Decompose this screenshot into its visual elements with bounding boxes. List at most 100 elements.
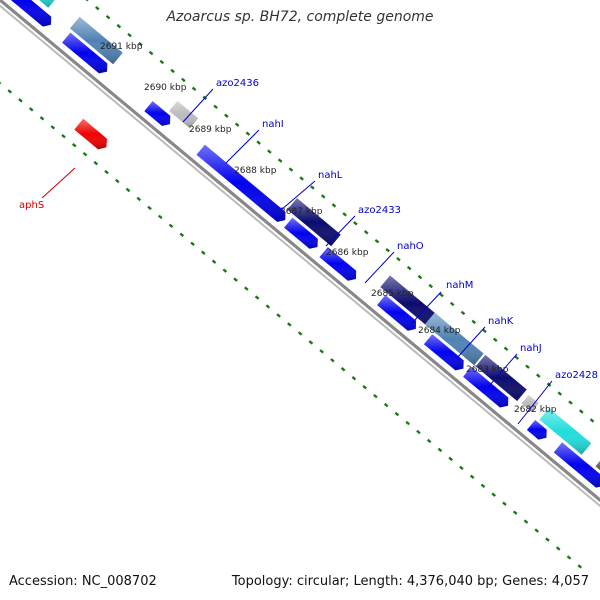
tick-mark — [181, 77, 186, 83]
tick-mark — [383, 402, 389, 408]
kbp-tick-label: 2685 kbp — [371, 289, 414, 299]
tick-mark — [93, 160, 99, 166]
steel-blue-gene-block[interactable] — [70, 16, 123, 65]
kbp-tick-label: 2682 kbp — [514, 405, 557, 415]
tick-mark — [50, 125, 56, 130]
gene-label[interactable]: nahJ — [520, 343, 542, 354]
tick-marks — [0, 0, 595, 569]
navy-gene-block[interactable] — [475, 354, 527, 401]
aphS-gene-arrow-shading — [74, 118, 107, 150]
tick-mark — [351, 376, 357, 381]
tick-mark — [523, 519, 529, 524]
accession-text: Accession: NC_008702 — [9, 574, 157, 589]
navy-gene-block[interactable] — [287, 198, 341, 247]
tick-mark — [105, 14, 111, 20]
tick-mark — [512, 510, 518, 515]
tick-mark — [362, 384, 367, 390]
tick-mark — [82, 151, 88, 157]
light-gray-gene-block[interactable] — [521, 395, 539, 412]
gene-label[interactable]: azo2436 — [216, 78, 259, 89]
tick-mark — [460, 310, 466, 316]
forward-gene-arrow-shading — [463, 366, 509, 408]
tick-mark — [179, 232, 185, 238]
cyan-gene-block[interactable] — [8, 0, 56, 8]
forward-gene-arrow[interactable] — [284, 217, 318, 249]
tick-mark — [342, 212, 347, 217]
tick-mark — [385, 247, 391, 253]
tick-mark — [555, 546, 561, 551]
tick-mark — [437, 447, 443, 453]
forward-gene-arrow[interactable] — [553, 442, 600, 488]
label-leader-line — [325, 215, 356, 247]
tick-mark — [136, 196, 142, 202]
tick-mark — [201, 250, 206, 255]
tick-mark — [95, 5, 100, 11]
tick-mark — [267, 149, 272, 154]
label-leader-line — [488, 353, 518, 387]
tick-mark — [566, 555, 572, 560]
tick-mark — [471, 319, 477, 325]
tick-mark — [277, 158, 283, 163]
tick-mark — [222, 268, 228, 273]
forward-gene-arrow[interactable] — [196, 144, 286, 222]
tick-mark — [18, 98, 23, 103]
forward-gene-arrow[interactable] — [0, 0, 52, 27]
tick-mark — [406, 265, 412, 271]
gene-label[interactable]: nahO — [397, 241, 424, 252]
gene-features[interactable] — [0, 0, 600, 546]
gene-label[interactable]: aphS — [19, 200, 44, 211]
tick-mark — [340, 367, 346, 372]
tick-mark — [256, 140, 261, 145]
gene-label[interactable]: nahL — [318, 170, 343, 181]
tick-mark — [7, 89, 13, 94]
forward-gene-arrow[interactable] — [526, 420, 547, 440]
forward-gene-arrow[interactable] — [463, 366, 509, 408]
dark-gray-gene-block[interactable] — [595, 455, 600, 486]
forward-gene-arrow-shading — [319, 247, 357, 281]
kbp-tick-label: 2686 kbp — [326, 248, 369, 258]
forward-gene-arrow-shading — [423, 334, 464, 371]
forward-gene-arrow-shading — [553, 442, 600, 488]
forward-gene-arrow[interactable] — [144, 101, 171, 126]
tick-mark — [439, 292, 444, 298]
tick-mark — [213, 104, 218, 109]
gene-label[interactable]: nahK — [488, 316, 514, 327]
tick-mark — [320, 194, 326, 199]
tick-mark — [254, 295, 260, 300]
gene-label[interactable]: azo2428 — [555, 370, 598, 381]
kbp-tick-label: 2691 kbp — [100, 42, 143, 52]
tick-mark — [265, 304, 271, 309]
tick-mark — [394, 411, 400, 417]
tick-mark — [417, 274, 423, 280]
tick-mark — [374, 239, 380, 244]
tick-mark — [190, 241, 195, 246]
navy-gene-block[interactable] — [380, 275, 443, 332]
aphS-gene-arrow[interactable] — [74, 118, 107, 150]
tick-mark — [363, 230, 369, 235]
gene-label[interactable]: nahM — [446, 280, 473, 291]
gene-label[interactable]: nahI — [262, 119, 284, 130]
label-leader-line — [411, 291, 442, 324]
steel-blue-gene-block[interactable] — [425, 312, 484, 366]
steel-blue-gene-block-shading — [425, 312, 484, 366]
gene-label[interactable]: azo2433 — [358, 205, 401, 216]
forward-gene-arrow-shading — [377, 295, 417, 331]
forward-gene-arrow[interactable] — [423, 334, 464, 371]
forward-gene-arrow[interactable] — [377, 295, 417, 331]
forward-gene-arrow[interactable] — [319, 247, 357, 281]
cyan-gene-block[interactable] — [539, 408, 592, 455]
forward-gene-arrow-shading — [144, 101, 171, 126]
label-leader-line — [41, 167, 76, 199]
tick-mark — [373, 393, 378, 399]
backbone-line — [0, 0, 600, 503]
forward-gene-arrow[interactable] — [62, 32, 108, 74]
inner-tick-row — [0, 81, 583, 569]
tick-mark — [85, 0, 89, 2]
tick-mark — [492, 337, 498, 343]
light-gray-gene-block[interactable] — [169, 101, 199, 129]
label-leader-line — [455, 326, 486, 360]
steel-blue-gene-block-shading — [70, 16, 123, 65]
dark-gray-gene-block-shading — [595, 460, 600, 471]
